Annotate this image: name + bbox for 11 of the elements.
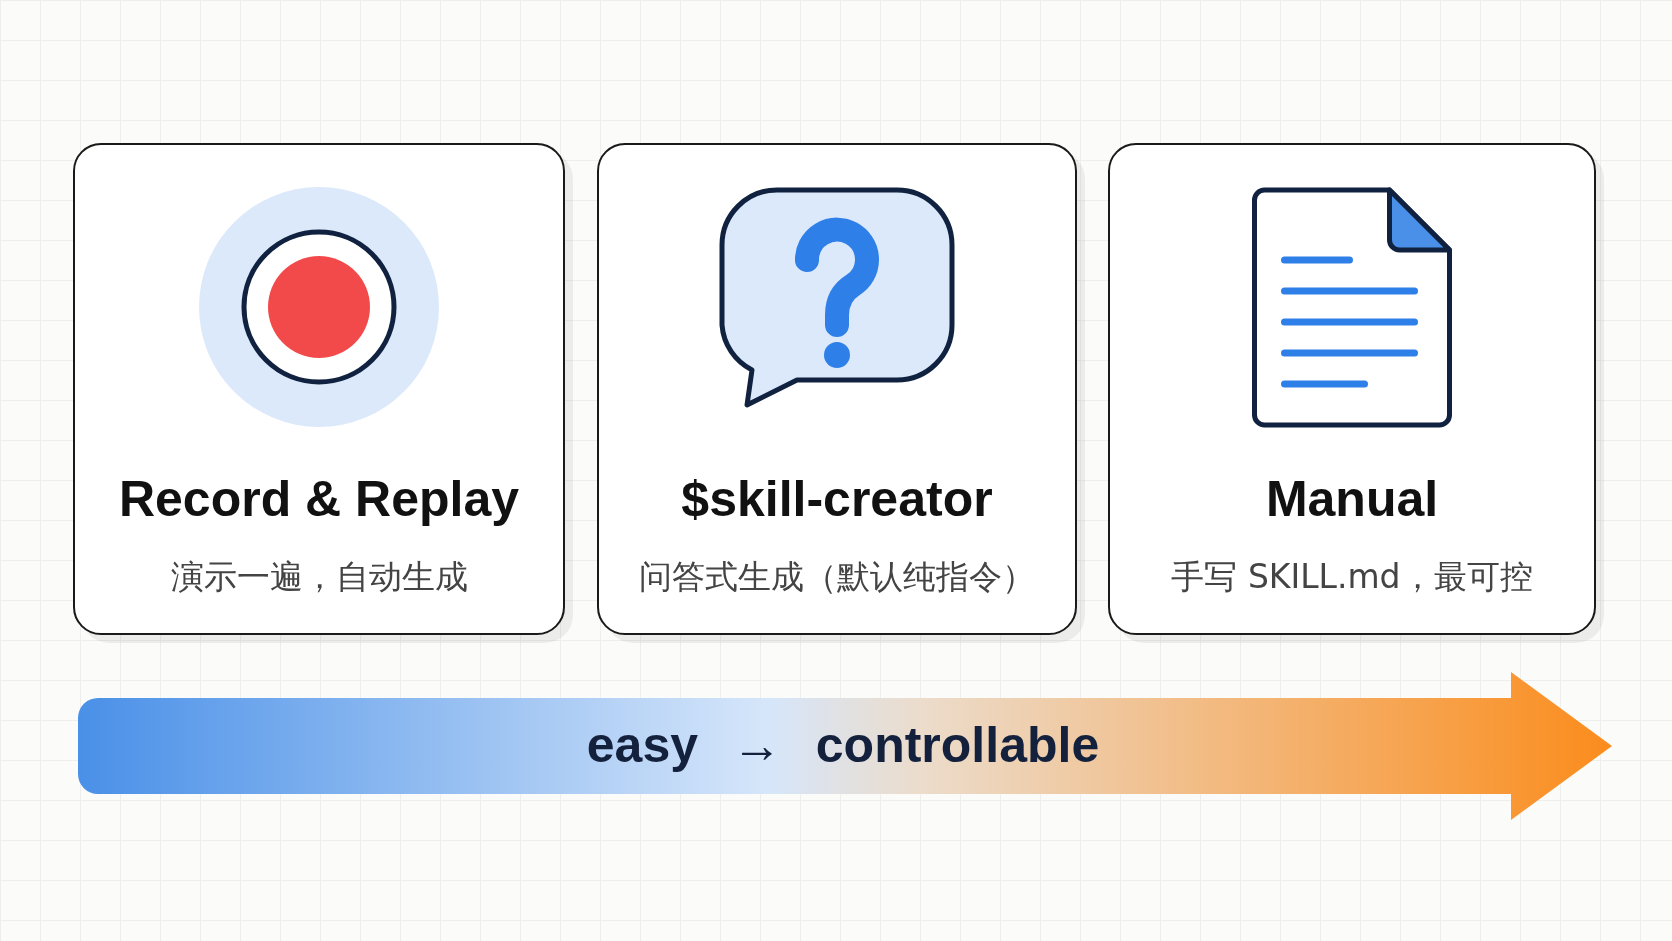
card-subtitle: 演示一遍，自动生成 <box>169 556 469 598</box>
card <box>73 143 565 635</box>
card-subtitle: 问答式生成（默认纯指令） <box>638 556 1036 598</box>
card-subtitle: 手写 SKILL.md，最可控 <box>1170 556 1534 598</box>
arrow-label: easy → controllable <box>585 716 1101 774</box>
card <box>1108 143 1596 635</box>
card-title: Record & Replay <box>117 470 521 528</box>
gradient-arrow <box>78 672 1614 820</box>
card-title: Manual <box>1264 470 1440 528</box>
card <box>597 143 1077 635</box>
card-title: $skill-creator <box>680 470 994 528</box>
